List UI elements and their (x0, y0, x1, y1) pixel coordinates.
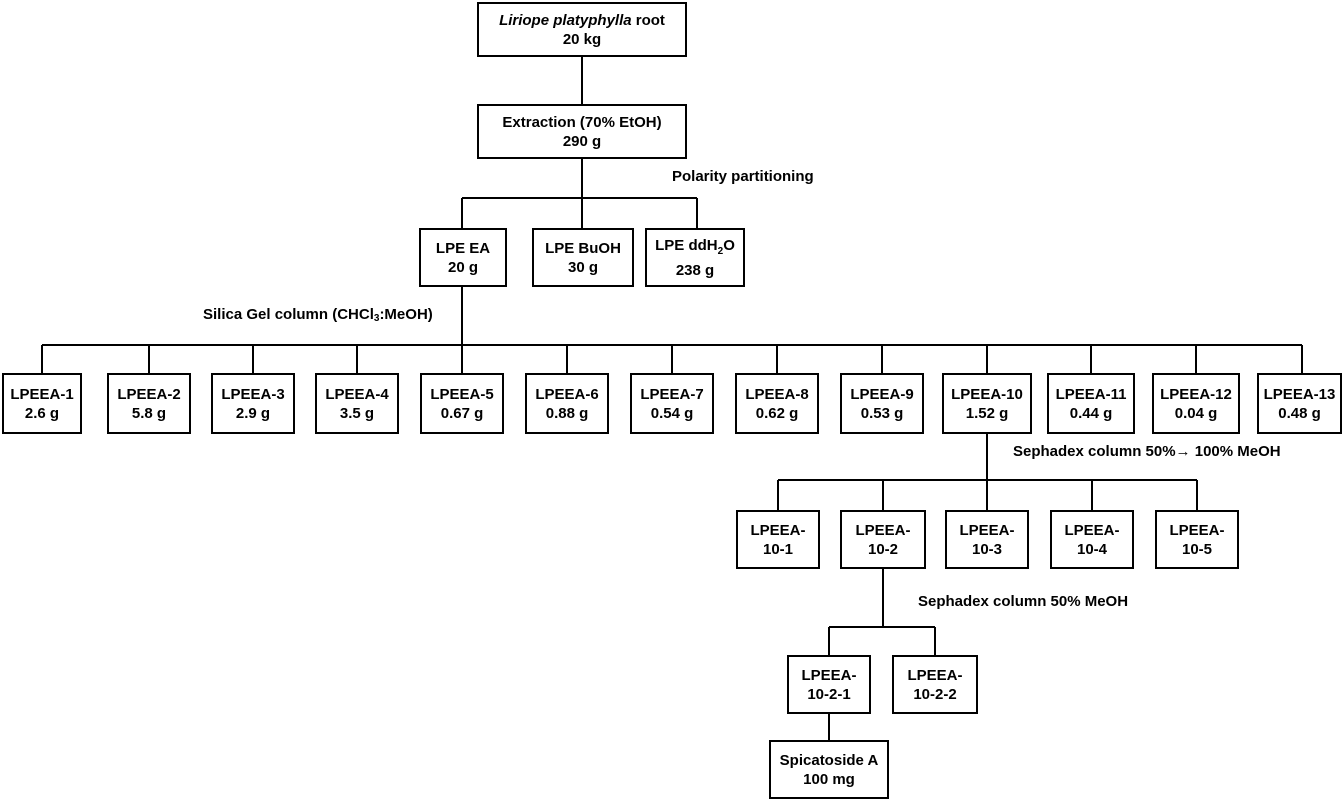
fraction-amount: 2.6 g (24, 404, 60, 422)
subfraction-box: LPEEA- 10-4 (1050, 510, 1134, 569)
subfraction-name-prefix: LPEEA- (855, 521, 911, 539)
fraction-name: LPEEA-11 (1055, 385, 1127, 403)
fraction-box: LPEEA-8 0.62 g (735, 373, 819, 434)
subfraction-name-prefix: LPEEA- (1064, 521, 1120, 539)
subfraction-name-prefix: LPEEA- (750, 521, 806, 539)
partition-buoh-amount: 30 g (567, 258, 598, 276)
fraction-amount: 5.8 g (131, 404, 167, 422)
partition-water-name: LPE ddH2O (655, 236, 735, 257)
fraction-name: LPEEA-12 (1160, 385, 1232, 403)
fraction-box: LPEEA-12 0.04 g (1152, 373, 1240, 434)
fraction-box: LPEEA-1 2.6 g (2, 373, 82, 434)
sephadex-isocratic-label: Sephadex column 50% MeOH (918, 593, 1129, 610)
subfraction-box: LPEEA- 10-1 (736, 510, 820, 569)
fraction-amount: 0.67 g (440, 404, 484, 422)
subsubfraction-box: LPEEA- 10-2-2 (892, 655, 978, 714)
fraction-amount: 0.44 g (1069, 404, 1113, 422)
subfraction-name-suffix: 10-5 (1181, 540, 1213, 558)
subfraction-name-prefix: LPEEA- (959, 521, 1015, 539)
subfraction-box: LPEEA- 10-5 (1155, 510, 1239, 569)
partition-ea-amount: 20 g (447, 258, 478, 276)
fraction-box: LPEEA-4 3.5 g (315, 373, 399, 434)
partition-buoh-name: LPE BuOH (545, 239, 621, 257)
fraction-box: LPEEA-7 0.54 g (630, 373, 714, 434)
subsubfraction-name-suffix: 10-2-1 (807, 685, 851, 703)
fraction-amount: 0.54 g (650, 404, 694, 422)
root-material-box: Liriope platyphylla root 20 kg (477, 2, 687, 57)
extraction-label: Extraction (70% EtOH) (502, 113, 662, 131)
fraction-name: LPEEA-5 (430, 385, 494, 403)
fraction-box: LPEEA-13 0.48 g (1257, 373, 1342, 434)
fraction-amount: 2.9 g (235, 404, 271, 422)
fraction-box: LPEEA-5 0.67 g (420, 373, 504, 434)
polarity-partitioning-label: Polarity partitioning (672, 168, 814, 185)
fraction-name: LPEEA-13 (1263, 385, 1336, 403)
sephadex-gradient-label: Sephadex column 50%→ 100% MeOH (1013, 443, 1281, 460)
final-compound-box: Spicatoside A 100 mg (769, 740, 889, 799)
subfraction-name-suffix: 10-2 (867, 540, 899, 558)
fraction-box: LPEEA-3 2.9 g (211, 373, 295, 434)
root-material-name: Liriope platyphylla root (499, 11, 665, 29)
fraction-name: LPEEA-2 (117, 385, 181, 403)
subfraction-box: LPEEA- 10-2 (840, 510, 926, 569)
root-material-amount: 20 kg (562, 30, 602, 48)
fraction-amount: 0.62 g (755, 404, 799, 422)
partition-ea-name: LPE EA (435, 239, 491, 257)
fraction-name: LPEEA-9 (850, 385, 914, 403)
final-compound-amount: 100 mg (803, 770, 855, 788)
fraction-name: LPEEA-10 (951, 385, 1023, 403)
fraction-amount: 0.48 g (1278, 404, 1321, 422)
fraction-name: LPEEA-8 (745, 385, 809, 403)
extraction-amount: 290 g (562, 132, 602, 150)
partition-water-box: LPE ddH2O 238 g (645, 228, 745, 287)
subsubfraction-name-prefix: LPEEA- (801, 666, 857, 684)
silica-gel-label: Silica Gel column (CHCl3:MeOH) (203, 306, 433, 324)
fraction-box: LPEEA-11 0.44 g (1047, 373, 1135, 434)
subsubfraction-box: LPEEA- 10-2-1 (787, 655, 871, 714)
partition-buoh-box: LPE BuOH 30 g (532, 228, 634, 287)
fraction-name: LPEEA-1 (10, 385, 74, 403)
partition-water-amount: 238 g (675, 261, 715, 279)
fraction-amount: 0.88 g (545, 404, 589, 422)
subfraction-name-suffix: 10-3 (971, 540, 1003, 558)
subsubfraction-name-suffix: 10-2-2 (913, 685, 957, 703)
fraction-amount: 0.53 g (860, 404, 904, 422)
fraction-box: LPEEA-2 5.8 g (107, 373, 191, 434)
fraction-amount: 0.04 g (1174, 404, 1218, 422)
fraction-name: LPEEA-6 (535, 385, 599, 403)
subfraction-name-suffix: 10-4 (1076, 540, 1108, 558)
final-compound-name: Spicatoside A (779, 751, 879, 769)
fraction-name: LPEEA-7 (640, 385, 704, 403)
fraction-name: LPEEA-4 (325, 385, 389, 403)
fraction-name: LPEEA-3 (221, 385, 285, 403)
fraction-amount: 3.5 g (339, 404, 375, 422)
fraction-box: LPEEA-9 0.53 g (840, 373, 924, 434)
subsubfraction-name-prefix: LPEEA- (907, 666, 963, 684)
fraction-box: LPEEA-6 0.88 g (525, 373, 609, 434)
subfraction-name-prefix: LPEEA- (1169, 521, 1225, 539)
subfraction-name-suffix: 10-1 (762, 540, 794, 558)
subfraction-box: LPEEA- 10-3 (945, 510, 1029, 569)
fraction-amount: 1.52 g (965, 404, 1009, 422)
partition-ea-box: LPE EA 20 g (419, 228, 507, 287)
extraction-box: Extraction (70% EtOH) 290 g (477, 104, 687, 159)
fraction-box: LPEEA-10 1.52 g (942, 373, 1032, 434)
